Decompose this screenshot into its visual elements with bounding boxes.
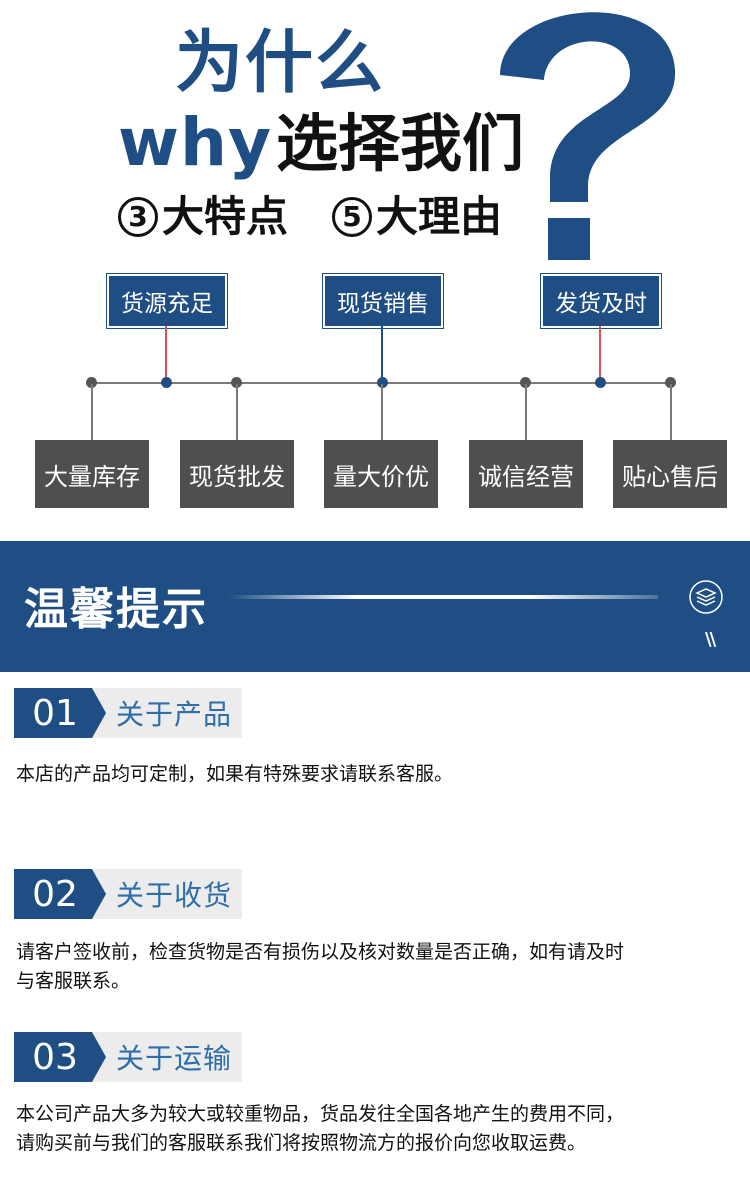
feature-box-supply: 货源充足 [107,274,227,328]
notice-text-line: 本公司产品大多为较大或较重物品，货品发往全国各地产生的费用不同， [16,1103,625,1125]
notice-text-line: 与客服联系。 [16,970,131,992]
connector-line [599,326,601,382]
timeline-dot [86,377,97,388]
layers-icon [689,580,723,614]
notice-number: 03 [14,1032,92,1082]
notice-header-shipping: 03 关于运输 [14,1032,242,1082]
notice-header-product: 01 关于产品 [14,688,242,738]
connector-line [381,384,383,440]
timeline-dot [161,377,172,388]
five-reasons-label: 5 大理由 [332,196,502,238]
connector-line [525,384,527,440]
banner-divider [228,595,658,599]
circled-number-3: 3 [118,197,158,237]
connector-line [91,384,93,440]
notice-number: 02 [14,869,92,919]
three-features-label: 3 大特点 [118,196,288,238]
banner-marks: \\ [705,629,716,650]
connector-line [236,384,238,440]
notice-text-line: 本店的产品均可定制，如果有特殊要求请联系客服。 [16,763,454,785]
headline-choose-text: 选择我们 [275,107,524,180]
notice-text-line: 请购买前与我们的客服联系我们将按照物流方的报价向您收取运费。 [16,1132,587,1154]
notice-arrow [92,869,106,919]
notice-arrow [92,688,106,738]
tips-banner: 温馨提示 \\ [0,541,750,672]
circled-number-5: 5 [332,197,372,237]
connector-line [670,384,672,440]
feature-box-spot-sales: 现货销售 [323,274,443,328]
notice-title: 关于运输 [116,1042,233,1075]
features-text: 大特点 [162,192,289,241]
reason-box-inventory: 大量库存 [35,440,149,508]
notice-text-shipping: 本公司产品大多为较大或较重物品，货品发往全国各地产生的费用不同， 请购买前与我们… [16,1100,736,1158]
notice-number: 01 [14,688,92,738]
timeline-dot [595,377,606,388]
reason-box-price: 量大价优 [324,440,438,508]
timeline-dot [377,377,388,388]
timeline-dot [231,377,242,388]
reason-box-after-sales: 贴心售后 [613,440,727,508]
timeline-dot [520,377,531,388]
reason-box-wholesale: 现货批发 [180,440,294,508]
notice-text-product: 本店的产品均可定制，如果有特殊要求请联系客服。 [16,760,736,789]
connector-line [165,326,167,382]
feature-box-fast-shipping: 发货及时 [541,274,661,328]
banner-title: 温馨提示 [24,584,208,635]
connector-line [381,326,383,382]
notice-title: 关于产品 [116,698,233,731]
notice-header-receipt: 02 关于收货 [14,869,242,919]
reason-box-integrity: 诚信经营 [469,440,583,508]
headline-why-word: why [118,104,272,181]
question-mark-graphic [500,12,676,260]
notice-text-line: 请客户签收前，检查货物是否有损伤以及核对数量是否正确，如有请及时 [16,941,625,963]
headline-choose-us: why选择我们 [118,110,524,176]
notice-text-receipt: 请客户签收前，检查货物是否有损伤以及核对数量是否正确，如有请及时 与客服联系。 [16,938,736,996]
why-choose-us-section: 为什么 why选择我们 3 大特点 5 大理由 货源充足 现货销售 发货及时 大… [0,0,750,540]
notice-title: 关于收货 [116,879,233,912]
headline-why: 为什么 [175,24,386,103]
timeline-dot [665,377,676,388]
notice-arrow [92,1032,106,1082]
reasons-text: 大理由 [376,192,503,241]
